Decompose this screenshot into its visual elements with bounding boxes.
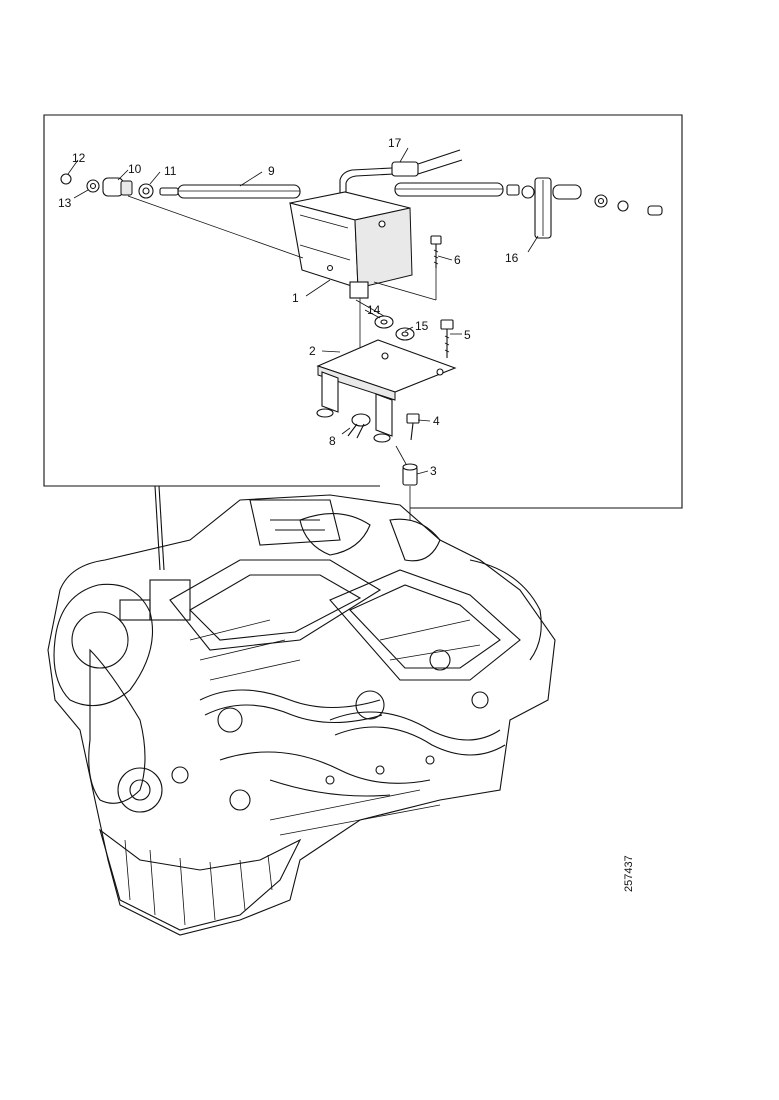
callout-2: 2 xyxy=(309,344,316,358)
part-rod-right xyxy=(394,182,504,197)
cylinder-heads xyxy=(169,499,521,681)
part-5-bolt xyxy=(440,319,454,358)
engine-details xyxy=(119,513,542,836)
engine-block-outline xyxy=(47,494,556,936)
callout-3: 3 xyxy=(430,464,437,478)
callout-4: 4 xyxy=(433,414,440,428)
exploded-view xyxy=(60,147,663,486)
callout-13: 13 xyxy=(58,196,72,210)
part-8-fastener xyxy=(347,413,371,439)
callout-labels: 12 13 10 11 9 17 16 6 1 14 15 5 2 4 8 3 xyxy=(58,136,519,478)
callout-16: 16 xyxy=(505,251,519,265)
callout-10: 10 xyxy=(128,162,142,176)
part-2-bracket xyxy=(316,339,457,443)
callout-8: 8 xyxy=(329,434,336,448)
part-1-control-unit xyxy=(289,191,413,380)
part-14-15-fasteners xyxy=(374,315,415,341)
callout-5: 5 xyxy=(464,328,471,342)
callout-11: 11 xyxy=(164,164,177,178)
left-hardware xyxy=(60,173,179,199)
oil-sump xyxy=(99,828,302,931)
inset-frame xyxy=(43,114,683,509)
part-3-spacer xyxy=(395,445,418,486)
leader-lines xyxy=(67,147,539,475)
callout-1: 1 xyxy=(292,291,299,305)
callout-6: 6 xyxy=(454,253,461,267)
right-hardware xyxy=(506,177,663,239)
part-17-cable xyxy=(339,149,463,205)
engine-illustration xyxy=(47,485,556,936)
callout-12: 12 xyxy=(72,151,86,165)
part-4-bolt xyxy=(406,413,420,441)
callout-17: 17 xyxy=(388,136,402,150)
manifold-pipes xyxy=(199,689,506,797)
callout-15: 15 xyxy=(415,319,429,333)
callout-14: 14 xyxy=(367,303,381,317)
assembly-lines xyxy=(127,195,437,317)
part-6-bolt xyxy=(430,235,442,268)
callout-9: 9 xyxy=(268,164,275,178)
part-9-rod-left xyxy=(177,184,301,199)
drawing-code: 257437 xyxy=(623,855,635,892)
flywheel-housing xyxy=(53,583,163,813)
